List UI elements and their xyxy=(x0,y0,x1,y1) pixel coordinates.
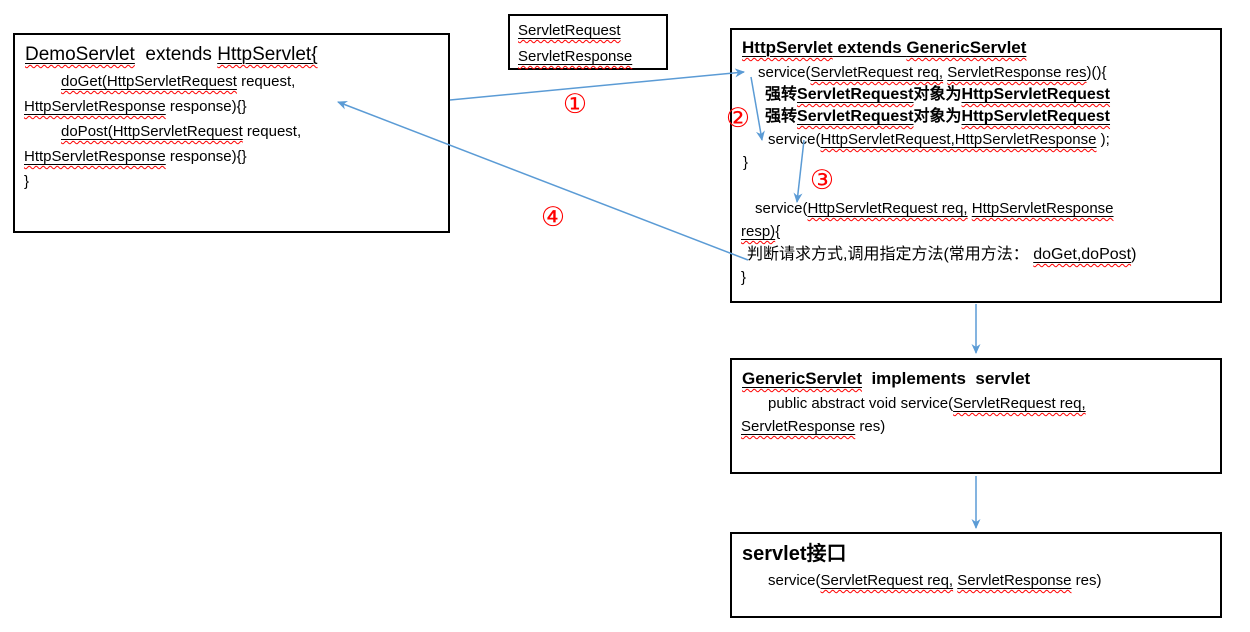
genericservlet-class-box: GenericServlet implements servlet public … xyxy=(730,358,1222,474)
httpservlet-class-box-line: service(HttpServletRequest,HttpServletRe… xyxy=(768,131,1110,148)
servlet-interface-box-line: servlet接口 xyxy=(742,543,847,565)
request-response-note-box-line: ServletRequest xyxy=(518,22,621,39)
httpservlet-class-box-line xyxy=(732,174,1220,197)
httpservlet-class-box-line: 强转ServletRequest对象为HttpServletRequest xyxy=(765,86,1111,103)
demoservlet-class-box-line: doPost(HttpServletRequest request, xyxy=(61,123,302,140)
httpservlet-class-box-line: } xyxy=(741,269,747,286)
step-marker-1: ① xyxy=(562,88,588,120)
demoservlet-class-box-line: HttpServletResponse response){} xyxy=(24,98,247,115)
demoservlet-class-box-line: DemoServlet extends HttpServlet{ xyxy=(25,44,318,65)
httpservlet-class-box-line: resp){ xyxy=(741,223,781,240)
demoservlet-class-box-line: } xyxy=(24,173,30,190)
genericservlet-class-box-line: GenericServlet implements servlet xyxy=(742,369,1031,388)
servlet-interface-box-line: service(ServletRequest req, ServletRespo… xyxy=(768,572,1102,589)
httpservlet-class-box-line: 判断请求方式,调用指定方法(常用方法： doGet,doPost) xyxy=(747,246,1137,263)
step-marker-4: ④ xyxy=(540,201,566,233)
httpservlet-class-box-line: service(HttpServletRequest req, HttpServ… xyxy=(755,200,1114,217)
httpservlet-class-box-line: 强转ServletRequest对象为HttpServletRequest xyxy=(765,108,1111,125)
arrow-1-demoservlet-to-httpservlet-service xyxy=(449,68,745,101)
httpservlet-class-box-line: } xyxy=(743,154,749,171)
httpservlet-class-box-line: HttpServlet extends GenericServlet xyxy=(742,38,1027,57)
step-marker-2: ② xyxy=(725,102,751,134)
servlet-interface-box: servlet接口 service(ServletRequest req, Ser… xyxy=(730,532,1222,618)
genericservlet-class-box-line: public abstract void service(ServletRequ… xyxy=(768,395,1086,412)
httpservlet-class-box-line: service(ServletRequest req, ServletRespo… xyxy=(758,64,1107,81)
genericservlet-class-box-line: ServletResponse res) xyxy=(741,418,886,435)
demoservlet-class-box-line: HttpServletResponse response){} xyxy=(24,148,247,165)
demoservlet-class-box: DemoServlet extends HttpServlet{ doGet(Ht… xyxy=(13,33,450,233)
httpservlet-class-box: HttpServlet extends GenericServlet servic… xyxy=(730,28,1222,303)
step-marker-3: ③ xyxy=(809,164,835,196)
demoservlet-class-box-line: doGet(HttpServletRequest request, xyxy=(61,73,296,90)
request-response-note-box-line: ServletResponse xyxy=(518,48,633,65)
